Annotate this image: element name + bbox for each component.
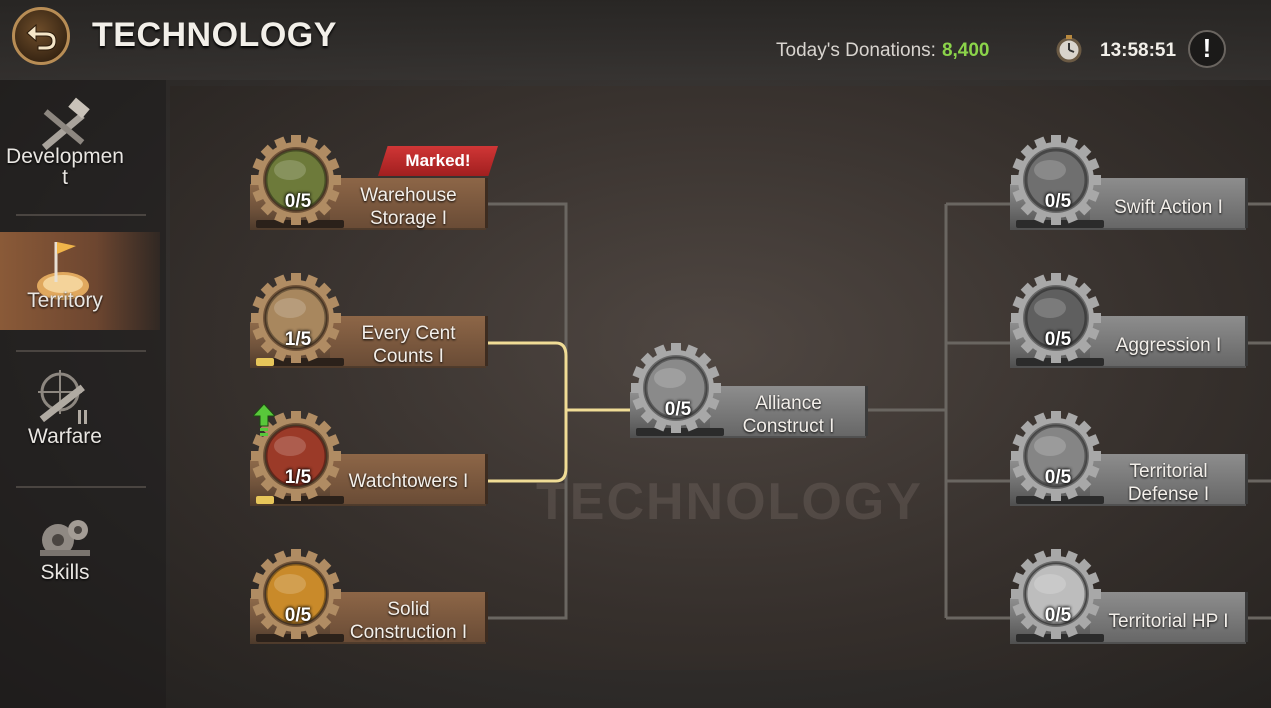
soldiers-icon bbox=[1011, 135, 1101, 225]
node-level-count: 0/5 bbox=[1044, 191, 1072, 212]
sidebar-divider bbox=[16, 350, 146, 352]
back-arrow-icon bbox=[26, 23, 57, 51]
connector-watchtowers bbox=[486, 410, 568, 483]
node-name: Warehouse Storage I bbox=[360, 185, 457, 229]
marked-tag: Marked! bbox=[378, 146, 498, 176]
node-name: Territorial Defense I bbox=[1127, 461, 1210, 505]
sidebar-item-development[interactable]: Developmen t bbox=[0, 80, 160, 198]
tech-node-warehouse-storage[interactable]: Warehouse Storage I 0/5 bbox=[250, 134, 488, 230]
node-progress-fill bbox=[256, 358, 274, 366]
node-name-tab bbox=[1090, 592, 1248, 642]
sidebar-item-label: Warfare bbox=[28, 425, 102, 448]
node-name-tab bbox=[710, 386, 868, 436]
armor-plate-icon bbox=[1011, 411, 1101, 501]
sidebar-divider bbox=[16, 486, 146, 488]
node-name: Territorial HP I bbox=[1108, 611, 1229, 632]
node-level-count: 0/5 bbox=[1044, 467, 1072, 488]
sidebar-item-territory[interactable]: Territory bbox=[0, 232, 160, 330]
hammer-wrench-icon bbox=[41, 97, 90, 151]
connector-right-edge bbox=[1248, 202, 1271, 620]
gears-icon bbox=[40, 520, 90, 556]
node-name-tab bbox=[1090, 178, 1248, 228]
node-name: Alliance Construct I bbox=[742, 393, 835, 437]
sidebar-item-warfare[interactable]: Warfare bbox=[0, 362, 160, 480]
node-level-count: 0/5 bbox=[1044, 329, 1072, 350]
calculator-documents-icon bbox=[251, 273, 341, 363]
scroll-map-icon bbox=[251, 411, 341, 501]
node-name: Watchtowers I bbox=[348, 471, 469, 492]
connector-warehouse bbox=[486, 202, 568, 410]
todays-donations: Today's Donations:8,400 bbox=[776, 40, 990, 62]
upgrade-arrow-icon bbox=[253, 404, 275, 436]
tech-node-alliance-construct[interactable]: Alliance Construct I 0/5 bbox=[630, 342, 868, 438]
node-name-tab bbox=[330, 316, 488, 366]
connector-every-cent bbox=[486, 341, 568, 410]
stopwatch-icon bbox=[1056, 35, 1082, 63]
connector-solid bbox=[486, 410, 568, 620]
tech-node-aggression[interactable]: Aggression I 0/5 bbox=[1010, 272, 1248, 368]
node-name: Solid Construction I bbox=[349, 599, 468, 643]
category-sidebar: Developmen t Territory Warfare bbox=[0, 80, 166, 708]
node-name-tab bbox=[1090, 316, 1248, 366]
node-level-count: 0/5 bbox=[1044, 605, 1072, 626]
node-name-tab bbox=[330, 592, 488, 642]
node-level-count: 0/5 bbox=[664, 399, 692, 420]
sidebar-item-label: Developmen t bbox=[6, 145, 124, 189]
background-watermark-label: TECHNOLOGY bbox=[536, 473, 923, 531]
golden-building-icon bbox=[251, 549, 341, 639]
donations-value: 8,400 bbox=[941, 40, 990, 61]
sniper-soldier-icon bbox=[1011, 273, 1101, 363]
flag-globe-icon bbox=[37, 242, 89, 300]
node-name: Swift Action I bbox=[1114, 197, 1223, 218]
back-button[interactable] bbox=[12, 7, 70, 65]
countdown-timer: 13:58:51 bbox=[1100, 40, 1177, 61]
node-level-count: 0/5 bbox=[284, 191, 312, 212]
node-name-tab bbox=[1090, 454, 1248, 504]
crane-icon bbox=[631, 343, 721, 433]
node-name-tab bbox=[330, 454, 488, 504]
sidebar-item-label: Territory bbox=[27, 289, 103, 312]
medkit-icon bbox=[1011, 549, 1101, 639]
sidebar-divider bbox=[16, 214, 146, 216]
node-level-count: 1/5 bbox=[284, 329, 312, 350]
node-name: Aggression I bbox=[1115, 335, 1222, 356]
crosshair-rifle-icon bbox=[38, 370, 87, 424]
node-level-count: 0/5 bbox=[284, 605, 312, 626]
sidebar-item-label: Skills bbox=[40, 561, 90, 584]
tech-node-every-cent-counts[interactable]: Every Cent Counts I 1/5 bbox=[250, 272, 488, 368]
donations-label: Today's Donations: bbox=[776, 40, 936, 61]
node-name: Every Cent Counts I bbox=[361, 323, 456, 367]
node-name-tab bbox=[330, 178, 488, 228]
tech-node-swift-action[interactable]: Swift Action I 0/5 bbox=[1010, 134, 1248, 230]
header-bar: TECHNOLOGY Today's Donations:8,400 13:58… bbox=[0, 0, 1271, 80]
page-title: TECHNOLOGY bbox=[92, 16, 337, 54]
node-level-count: 1/5 bbox=[284, 467, 312, 488]
tech-node-territorial-hp[interactable]: Territorial HP I 0/5 bbox=[1010, 548, 1248, 644]
crates-icon bbox=[251, 135, 341, 225]
sidebar-item-skills[interactable]: Skills bbox=[0, 500, 160, 618]
info-alert-button[interactable]: ! bbox=[1188, 30, 1226, 68]
tech-node-solid-construction[interactable]: Solid Construction I 0/5 bbox=[250, 548, 488, 644]
tech-node-territorial-defense[interactable]: Territorial Defense I 0/5 bbox=[1010, 410, 1248, 506]
node-progress-fill bbox=[256, 496, 274, 504]
tech-node-watchtowers[interactable]: Watchtowers I 1/5 bbox=[250, 410, 488, 506]
